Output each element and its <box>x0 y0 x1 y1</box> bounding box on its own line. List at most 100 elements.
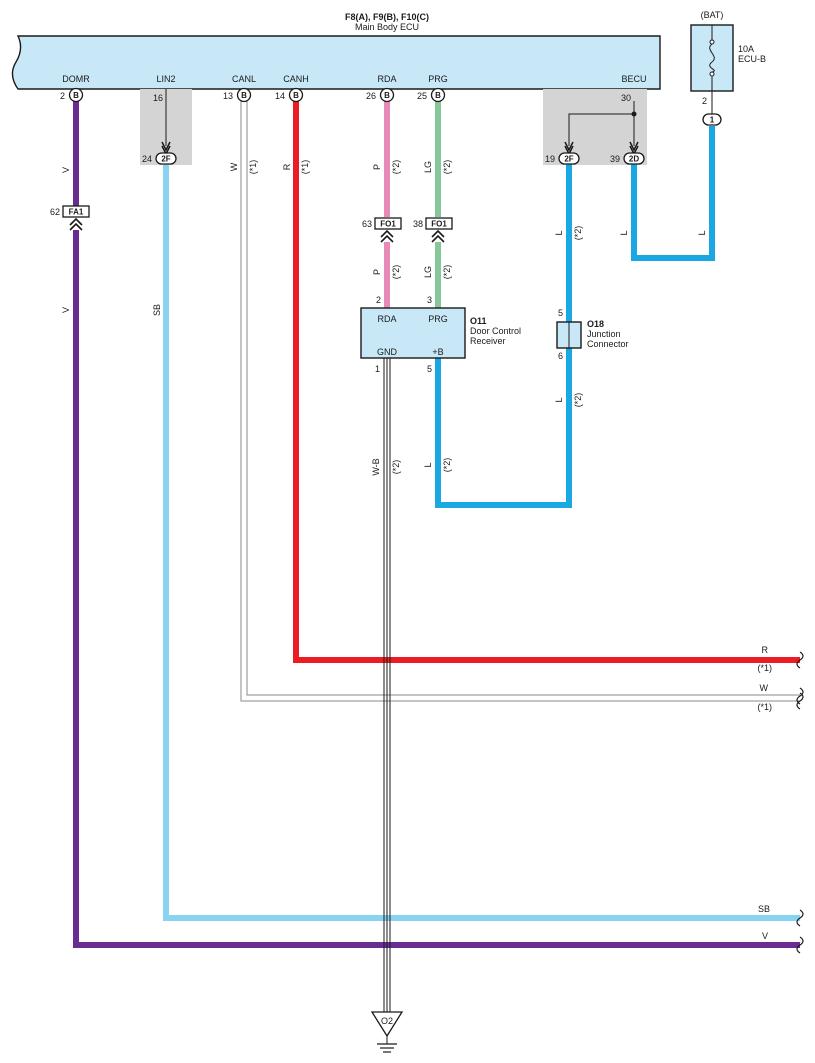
ecu-title: F8(A), F9(B), F10(C) <box>345 12 429 22</box>
label-gnd-wb: W-B <box>371 458 381 475</box>
label-lin2-sb: SB <box>152 304 162 316</box>
connector-fo1-rda: 63 FO1 <box>362 217 402 243</box>
receiver-num-prg: 3 <box>427 295 432 305</box>
o18-name-1: Junction <box>587 329 621 339</box>
receiver-num-gnd: 1 <box>375 364 380 374</box>
label-becu-l-1: L <box>554 230 564 235</box>
label-white-w: W <box>760 683 769 693</box>
wire-canl-white <box>240 101 800 702</box>
junction-num-becu-a: 19 <box>545 154 555 164</box>
label-fuse-l-1: L <box>619 230 629 235</box>
pin-rda: 26 B <box>366 87 395 103</box>
pin-domr: 2 B <box>60 87 84 103</box>
label-skyblue-sb: SB <box>758 904 770 914</box>
junction-becu-2d: 39 2D <box>610 141 645 165</box>
main-body-ecu <box>11 35 661 90</box>
pin-num-canl: 13 <box>223 91 233 101</box>
conn-canl: B <box>241 91 247 100</box>
label-becu-n2-2: (*2) <box>573 393 583 408</box>
fuse-source: (BAT) <box>701 10 724 20</box>
pin-name-canh: CANH <box>283 74 309 84</box>
junction-num-becu-b: 39 <box>610 154 620 164</box>
receiver-pin-prg: PRG <box>428 314 448 324</box>
fo1-rda-name: FO1 <box>380 220 396 229</box>
conn-prg: B <box>435 91 441 100</box>
label-canl-w: W <box>229 162 239 171</box>
door-control-receiver: 2 3 RDA PRG GND +B 1 5 O11 Door Control … <box>360 295 521 374</box>
wire-canh-red <box>293 101 800 663</box>
label-domr-v-2: V <box>61 307 71 313</box>
label-red-r: R <box>762 645 769 655</box>
label-becu-l-2: L <box>554 397 564 402</box>
label-rda-p-1: P <box>372 164 382 170</box>
fa1-num: 62 <box>50 207 60 217</box>
ground-id: O2 <box>381 1016 393 1026</box>
label-red-n1: (*1) <box>757 663 772 673</box>
conn-domr: B <box>73 91 79 100</box>
label-prg-n2-1: (*2) <box>442 160 452 175</box>
label-canl-n1: (*1) <box>248 160 258 175</box>
pin-canh: 14 B <box>275 87 304 103</box>
connector-fo1-prg: 38 FO1 <box>413 217 453 243</box>
fuse-terminal-top <box>709 39 715 45</box>
wire-domr-violet <box>73 101 800 948</box>
label-prg-n2-2: (*2) <box>442 265 452 280</box>
label-rda-p-2: P <box>372 269 382 275</box>
label-rda-n2-1: (*2) <box>391 160 401 175</box>
receiver-num-b: 5 <box>427 364 432 374</box>
fo1-prg-num: 38 <box>413 219 423 229</box>
label-b-l: L <box>423 462 433 467</box>
junction-conn-lin2: 2F <box>161 155 170 164</box>
receiver-num-rda: 2 <box>376 295 381 305</box>
label-canh-r: R <box>282 163 292 170</box>
wire-lin2-skyblue <box>163 89 800 921</box>
o18-id: O18 <box>587 319 604 329</box>
junction-conn-becu-a: 2F <box>564 155 573 164</box>
fo1-rda-num: 63 <box>362 219 372 229</box>
label-prg-lg-1: LG <box>423 161 433 173</box>
pin-name-canl: CANL <box>232 74 256 84</box>
fo1-prg-name: FO1 <box>431 220 447 229</box>
junction-conn-becu-b: 2D <box>629 155 639 164</box>
receiver-id: O11 <box>470 316 487 326</box>
wire-break-ends <box>796 651 804 954</box>
fuse-terminal-bottom <box>709 71 715 77</box>
fuse-conn: 1 <box>710 116 715 125</box>
fuse-name: ECU-B <box>738 54 766 64</box>
pin-canl: 13 B <box>223 87 252 103</box>
receiver-pin-gnd: GND <box>377 347 398 357</box>
label-prg-lg-2: LG <box>423 266 433 278</box>
label-b-n2: (*2) <box>442 458 452 473</box>
receiver-name-2: Receiver <box>470 336 506 346</box>
o18-pin-top: 5 <box>558 308 563 318</box>
junction-lin2-2f: 24 2F <box>142 141 177 165</box>
ecu-subtitle: Main Body ECU <box>355 22 419 32</box>
pin-num-canh: 14 <box>275 91 285 101</box>
label-domr-v-1: V <box>61 167 71 173</box>
receiver-pin-rda: RDA <box>377 314 396 324</box>
label-canh-n1: (*1) <box>300 160 310 175</box>
receiver-pin-b: +B <box>432 347 443 357</box>
junction-connector-o18: 5 6 O18 Junction Connector <box>556 308 629 361</box>
becu-junction-shade <box>543 89 647 165</box>
pin-name-lin2: LIN2 <box>156 74 175 84</box>
fuse-pin: 2 <box>702 96 707 106</box>
label-rda-n2-2: (*2) <box>391 265 401 280</box>
pin-num-prg: 25 <box>417 91 427 101</box>
pin-num-domr: 2 <box>60 91 65 101</box>
junction-becu-2f: 19 2F <box>545 141 580 165</box>
wire-gnd-wb <box>383 358 391 1012</box>
o18-pin-bottom: 6 <box>558 351 563 361</box>
pin-name-rda: RDA <box>377 74 396 84</box>
wire-b-blue-lower <box>435 348 572 508</box>
conn-rda: B <box>384 91 390 100</box>
label-fuse-l-2: L <box>697 230 707 235</box>
pin-prg: 25 B <box>417 87 446 103</box>
conn-canh: B <box>293 91 299 100</box>
ground-o2: O2 <box>370 1011 404 1053</box>
pin-num-becu: 30 <box>621 93 631 103</box>
fuse-element <box>709 43 715 73</box>
junction-num-lin2: 24 <box>142 154 152 164</box>
fuse-rating: 10A <box>738 44 754 54</box>
pin-num-lin2: 16 <box>153 93 163 103</box>
